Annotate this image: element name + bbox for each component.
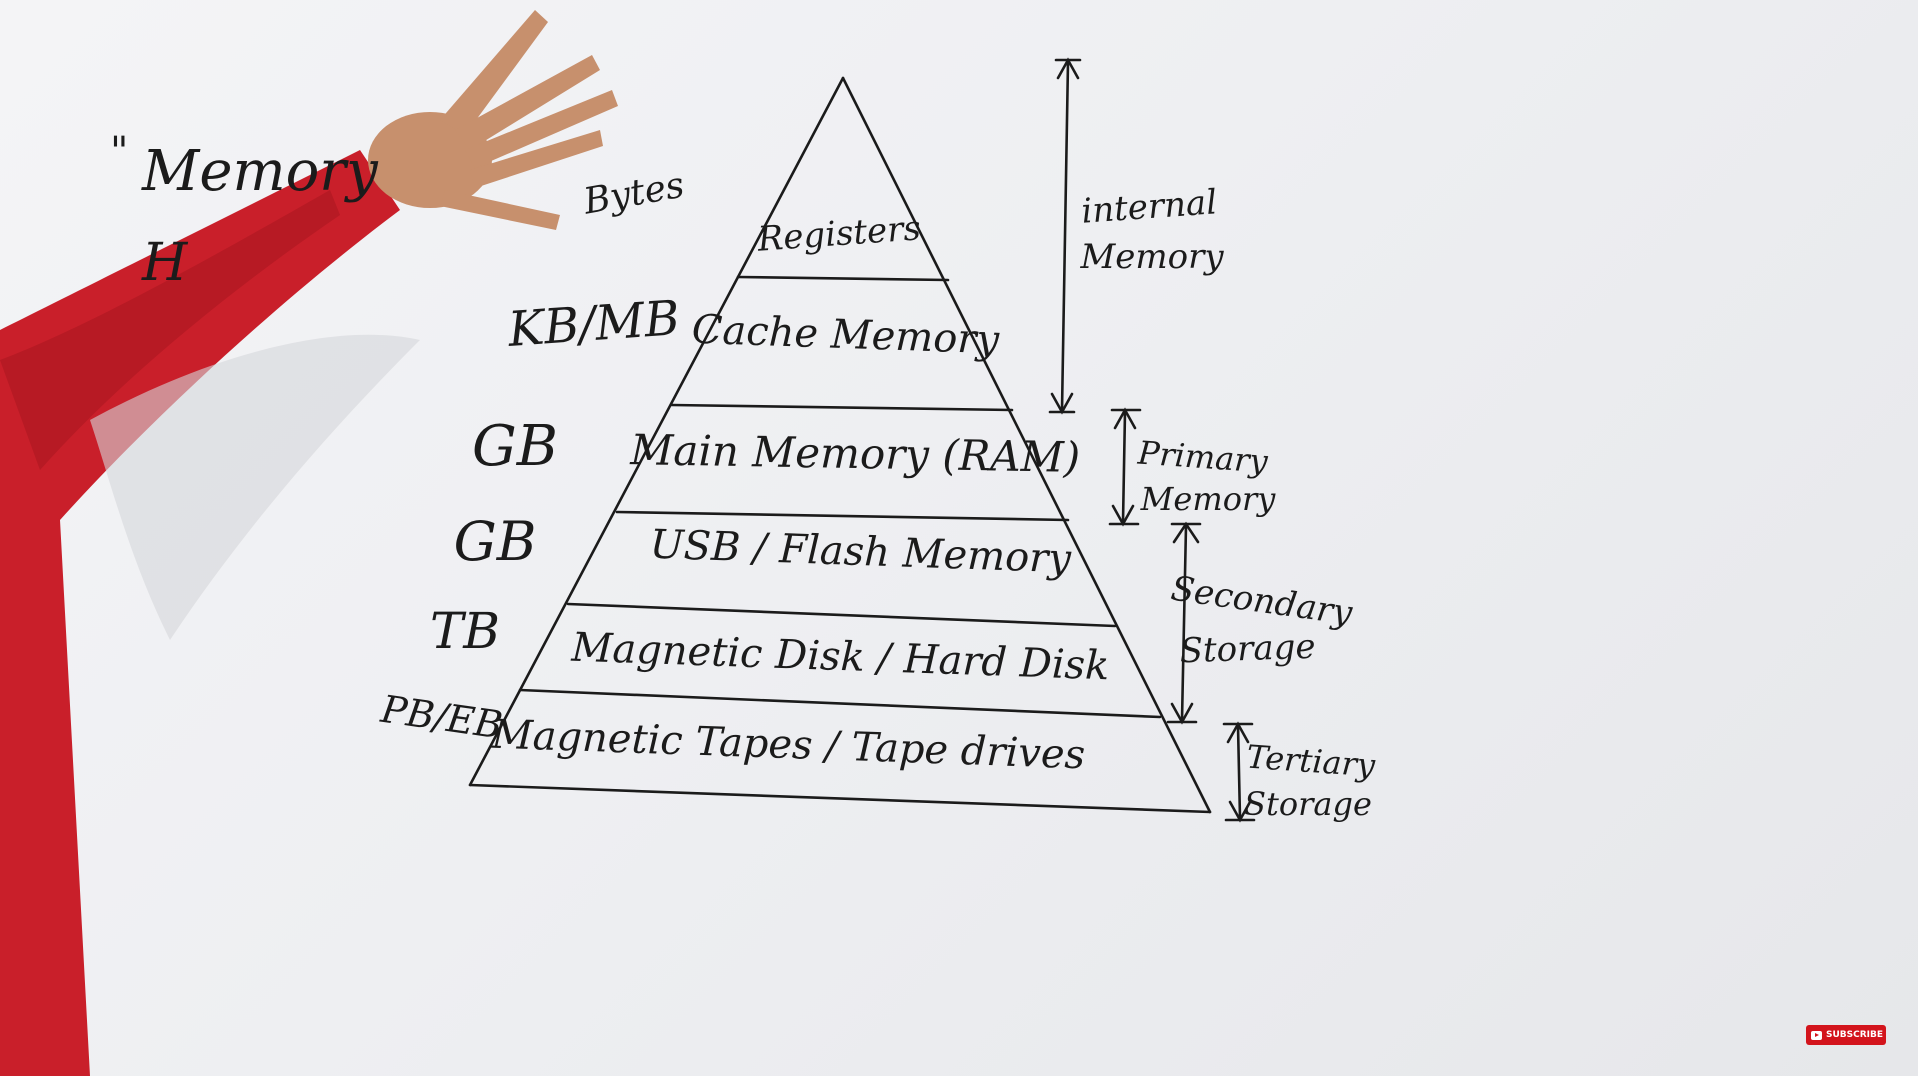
bracket-secondary-storage (1166, 521, 1202, 725)
divider-2 (670, 403, 1014, 412)
bracket-label-tertiary: Tertiary (1245, 738, 1377, 785)
bracket-label-internal-2: Memory (1079, 237, 1224, 277)
divider-3 (615, 510, 1070, 522)
pyramid-base (468, 783, 1212, 814)
layer-label-registers: Registers (755, 208, 922, 259)
capacity-label-bytes: Bytes (580, 165, 688, 223)
note-h: H (141, 233, 189, 293)
capacity-label-gb-2: GB (454, 510, 537, 573)
bracket-label-secondary: Secondary (1168, 569, 1355, 634)
divider-4 (566, 602, 1117, 628)
presenter-sleeve-shade (0, 190, 340, 470)
divider-1 (736, 275, 950, 282)
subscribe-button[interactable]: SUBSCRIBE (1806, 1025, 1886, 1045)
note-quote-mark: " (110, 129, 128, 175)
presenter-hand (368, 10, 618, 230)
layer-label-usb-flash: USB / Flash Memory (649, 522, 1073, 583)
bracket-tertiary-storage (1222, 721, 1256, 823)
pyramid-left-edge (468, 76, 845, 787)
arm-shadow (90, 334, 420, 640)
bracket-primary-memory (1108, 407, 1142, 527)
youtube-play-icon (1811, 1030, 1822, 1040)
capacity-label-pb-eb: PB/EB (377, 687, 505, 748)
subscribe-label: SUBSCRIBE (1826, 1030, 1884, 1040)
bracket-label-secondary-2: Storage (1179, 627, 1316, 672)
bracket-label-internal: internal (1080, 182, 1218, 231)
bracket-label-primary: Primary (1136, 433, 1270, 480)
pyramid-right-edge (841, 76, 1212, 814)
capacity-label-gb-1: GB (472, 414, 558, 479)
layer-label-magnetic-disk: Magnetic Disk / Hard Disk (570, 625, 1110, 690)
bracket-label-primary-2: Memory (1140, 480, 1277, 518)
note-memory: Memory (141, 139, 379, 204)
layer-label-cache: Cache Memory (691, 307, 1001, 364)
divider-5 (518, 688, 1162, 719)
layer-label-magnetic-tapes: Magnetic Tapes / Tape drives (490, 712, 1086, 779)
layer-label-main-memory: Main Memory (RAM) (629, 425, 1081, 482)
pyramid (468, 76, 1212, 814)
capacity-label-kb-mb: KB/MB (505, 290, 681, 358)
bracket-internal-memory (1048, 57, 1082, 415)
capacity-label-tb: TB (430, 602, 500, 660)
bracket-label-tertiary-2: Storage (1244, 785, 1372, 823)
